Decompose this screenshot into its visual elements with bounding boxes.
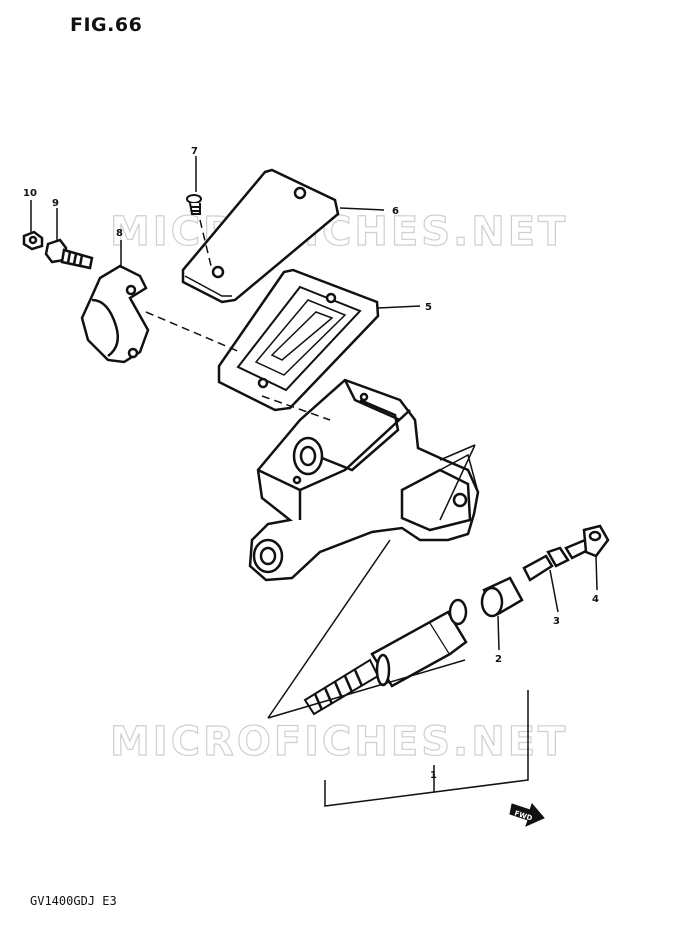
callout-7: 7 — [191, 146, 198, 157]
nut-part-10 — [22, 230, 44, 251]
cup-part-2 — [480, 576, 524, 618]
callout-10: 10 — [23, 188, 37, 199]
callout-4: 4 — [592, 594, 599, 605]
model-code: GV1400GDJ E3 — [30, 894, 117, 908]
master-cylinder-body — [248, 378, 480, 582]
callout-5: 5 — [425, 302, 432, 313]
rod-end-part-4 — [582, 524, 610, 558]
callout-1: 1 — [430, 770, 437, 781]
watermark-bottom: MICROFICHES.NET — [110, 719, 568, 765]
watermark-top: MICROFICHES.NET — [110, 209, 568, 255]
diaphragm-part-5 — [217, 268, 380, 412]
callout-3: 3 — [553, 616, 560, 627]
cap-screw-part-7 — [186, 194, 202, 215]
callout-labels: 1 2 3 4 5 6 7 8 9 10 — [23, 146, 599, 781]
callout-leaders — [30, 156, 598, 807]
clamp-part-8 — [80, 264, 150, 364]
forward-arrow: FWD — [509, 803, 545, 827]
leader-lines — [267, 444, 476, 719]
reservoir-cap-part-6 — [181, 168, 340, 304]
callout-2: 2 — [495, 654, 502, 665]
piston-assembly-part-1 — [303, 598, 468, 716]
callout-8: 8 — [116, 228, 123, 239]
figure-title: FIG.66 — [70, 14, 143, 36]
callout-6: 6 — [392, 206, 399, 217]
assembly-lines — [145, 219, 331, 421]
callout-9: 9 — [52, 198, 59, 209]
bolt-part-9 — [44, 238, 94, 270]
